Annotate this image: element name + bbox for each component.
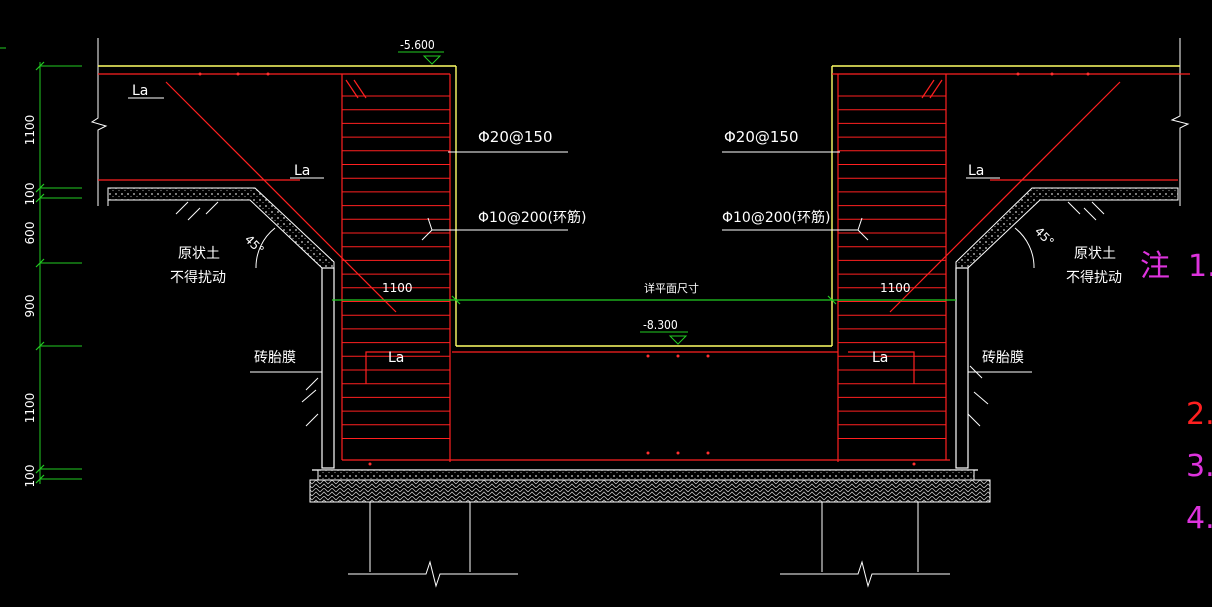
width-right-label: 1100: [880, 281, 911, 295]
anchor-label-3: La: [968, 163, 984, 179]
soil-note-right-line2: 不得扰动: [1066, 269, 1122, 286]
anchor-label-2: La: [294, 163, 310, 179]
elevation-marker-bottom: -8.300: [640, 318, 688, 345]
rebar-stirrup-right-label: Φ10@200(环筋): [722, 209, 830, 226]
dim-text-3: 600: [23, 222, 37, 245]
note-item-1: 1.: [1188, 249, 1212, 284]
rebar-main: [98, 73, 1190, 462]
soil-hatch: [175, 201, 1105, 427]
soil-note-left-line2: 不得扰动: [170, 269, 226, 286]
soil-note-left-line1: 原状土: [178, 246, 220, 262]
right-break-line: [1170, 38, 1190, 206]
base-cushion: [309, 469, 991, 503]
dim-text-1: 1100: [23, 115, 37, 146]
rebar-main-left-label: Φ20@150: [478, 128, 553, 146]
left-break-line: [90, 38, 108, 206]
angle-left-label: 45°: [242, 232, 267, 257]
brick-mold-walls: [312, 267, 978, 471]
width-left-label: 1100: [382, 281, 413, 295]
note-item-4: 4.: [1186, 501, 1212, 536]
dimension-chain: 1100 100 600 900 1100 100: [0, 47, 82, 488]
note-heading: 注: [1140, 249, 1170, 284]
anchor-label-1: La: [132, 83, 148, 99]
note-item-3: 3.: [1186, 449, 1212, 484]
dim-text-2: 100: [23, 183, 37, 206]
leader-lines: [128, 97, 1032, 373]
piles: [348, 502, 950, 588]
gravel-cushion: [107, 187, 1179, 269]
dim-text-6: 100: [23, 465, 37, 488]
brick-mold-right-label: 砖胎膜: [982, 350, 1024, 366]
notes-column: 注 1. 2. 3. 4.: [1140, 249, 1212, 536]
elevation-marker-top: -5.600: [398, 38, 444, 65]
elevation-top-label: -5.600: [400, 38, 435, 52]
center-dimension-label: 详平面尺寸: [644, 281, 699, 295]
left-slab-outline: [98, 65, 1180, 347]
stirrups-left: [342, 95, 450, 439]
angle-right-label: 45°: [1032, 224, 1057, 249]
rebar-main-right-label: Φ20@150: [724, 128, 799, 146]
anchor-label-4: La: [388, 350, 404, 366]
dim-text-4: 900: [23, 295, 37, 318]
dim-text-5: 1100: [23, 393, 37, 424]
angle-arcs: [255, 227, 1035, 269]
note-item-2: 2.: [1186, 397, 1212, 432]
rebar-stirrup-left-label: Φ10@200(环筋): [478, 209, 586, 226]
brick-mold-left-label: 砖胎膜: [254, 350, 296, 366]
anchor-label-5: La: [872, 350, 888, 366]
elevation-bottom-label: -8.300: [643, 318, 678, 332]
width-dimension: [332, 295, 956, 305]
stirrups-right: [838, 95, 946, 439]
rebar-dots: [198, 72, 1090, 466]
soil-note-right-line1: 原状土: [1074, 246, 1116, 262]
